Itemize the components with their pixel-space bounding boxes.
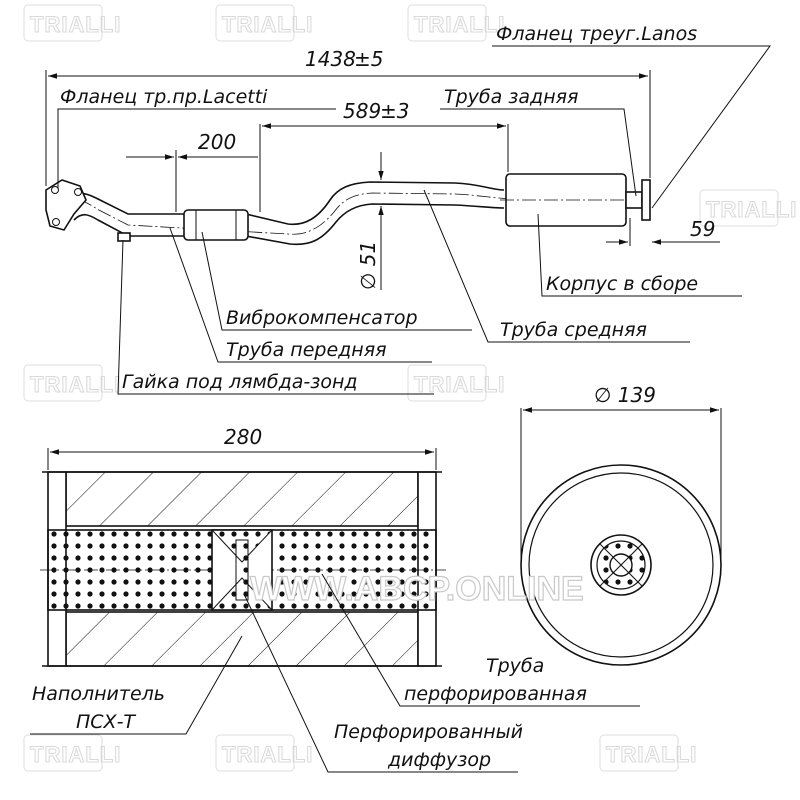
leader-body-assembly (537, 213, 742, 297)
svg-text:TRIALLI: TRIALLI (706, 197, 797, 222)
svg-text:TRIALLI: TRIALLI (414, 372, 505, 397)
pipe-top-edge (61, 181, 505, 226)
label-lambda-nut: Гайка под лямбда-зонд (122, 371, 358, 393)
label-flange-lanos: Фланец треуг.Lanos (496, 23, 697, 45)
watermark-logo: TRIALLI (699, 189, 797, 227)
dim-diameter-value: ∅ 51 (356, 241, 380, 290)
rear-pipe (625, 191, 643, 209)
dimension-front: 200 (126, 130, 258, 212)
leader-lambda-nut (117, 239, 434, 395)
bottom-labels: Труба перфорированная Наполнитель ПСХ-Т … (30, 573, 640, 773)
label-filler-1: Наполнитель (32, 683, 165, 705)
label-filler-2: ПСХ-Т (76, 711, 136, 733)
dim-muffler-diameter: ∅ 139 (594, 383, 656, 407)
exhaust-assembly: 1438 ±5 589 ±3 200 ∅ 51 59 Флане (45, 23, 771, 395)
svg-text:TRIALLI: TRIALLI (30, 742, 121, 767)
watermark-logo: TRIALLI (407, 364, 505, 402)
watermark-logo: TRIALLI (23, 4, 121, 42)
watermark-logo: TRIALLI (407, 4, 505, 42)
label-body-assembly: Корпус в сборе (546, 273, 698, 295)
label-vibro-compensator: Виброкомпенсатор (226, 307, 418, 329)
lacetti-flange (45, 179, 87, 231)
leader-filler (30, 635, 243, 735)
muffler-section: 280 (40, 425, 446, 667)
lanos-flange (641, 179, 651, 221)
pipe-bottom-edge (73, 203, 505, 246)
label-middle-pipe: Труба средняя (500, 319, 647, 341)
svg-text:TRIALLI: TRIALLI (606, 742, 697, 767)
dimension-total: 1438 ±5 (45, 47, 651, 186)
label-diffuser-2: диффузор (387, 749, 491, 771)
label-perforated-pipe-1: Труба (486, 655, 544, 677)
leader-flange-lacetti (57, 108, 336, 188)
dimension-middle: 589 ±3 (259, 99, 509, 212)
muffler-end-view: ∅ 139 (520, 383, 722, 666)
label-rear-pipe: Труба задняя (444, 86, 578, 108)
leader-flange-lanos (492, 45, 771, 209)
dimension-flange-offset: 59 (606, 217, 720, 246)
svg-text:TRIALLI: TRIALLI (222, 742, 313, 767)
leader-front-pipe (169, 227, 432, 363)
pipe-centerline (57, 191, 640, 235)
label-flange-lacetti: Фланец тр.пр.Lacetti (60, 86, 268, 108)
dimension-diameter: ∅ 51 (356, 152, 384, 290)
watermark-logo: TRIALLI (215, 734, 313, 772)
dim-total-tolerance: ±5 (354, 47, 383, 71)
muffler-body (500, 173, 640, 227)
perforated-diffuser (210, 529, 274, 611)
vibro-compensator (183, 209, 249, 241)
dim-muffler-length: 280 (224, 425, 262, 449)
leader-diffuser (243, 593, 518, 773)
watermark-layer: TRIALLI TRIALLI TRIALLI TRIALLI TRIALLI … (23, 4, 797, 772)
svg-text:TRIALLI: TRIALLI (414, 12, 505, 37)
leader-rear-pipe (440, 108, 637, 197)
dim-mid-tolerance: ±3 (380, 99, 409, 123)
watermark-logo: TRIALLI (215, 4, 313, 42)
watermark-website: WWW.ABCP.ONLINE (250, 570, 584, 608)
svg-text:TRIALLI: TRIALLI (222, 12, 313, 37)
leader-middle-pipe (423, 189, 690, 343)
dim-front-value: 200 (198, 130, 236, 154)
label-front-pipe: Труба передняя (226, 339, 387, 361)
dim-mid-value: 589 (343, 99, 381, 123)
svg-text:TRIALLI: TRIALLI (30, 12, 121, 37)
dim-total-value: 1438 (305, 47, 356, 71)
lambda-nut (117, 232, 131, 242)
dim-offset-value: 59 (690, 217, 715, 241)
watermark-logo: TRIALLI (23, 364, 121, 402)
svg-text:TRIALLI: TRIALLI (30, 372, 121, 397)
label-diffuser-1: Перфорированный (334, 721, 523, 743)
leader-perforated-pipe (321, 573, 640, 707)
leader-vibro-compensator (201, 231, 472, 331)
label-perforated-pipe-2: перфорированная (404, 683, 587, 705)
watermark-logo: TRIALLI (23, 734, 121, 772)
watermark-logo: TRIALLI (599, 734, 697, 772)
